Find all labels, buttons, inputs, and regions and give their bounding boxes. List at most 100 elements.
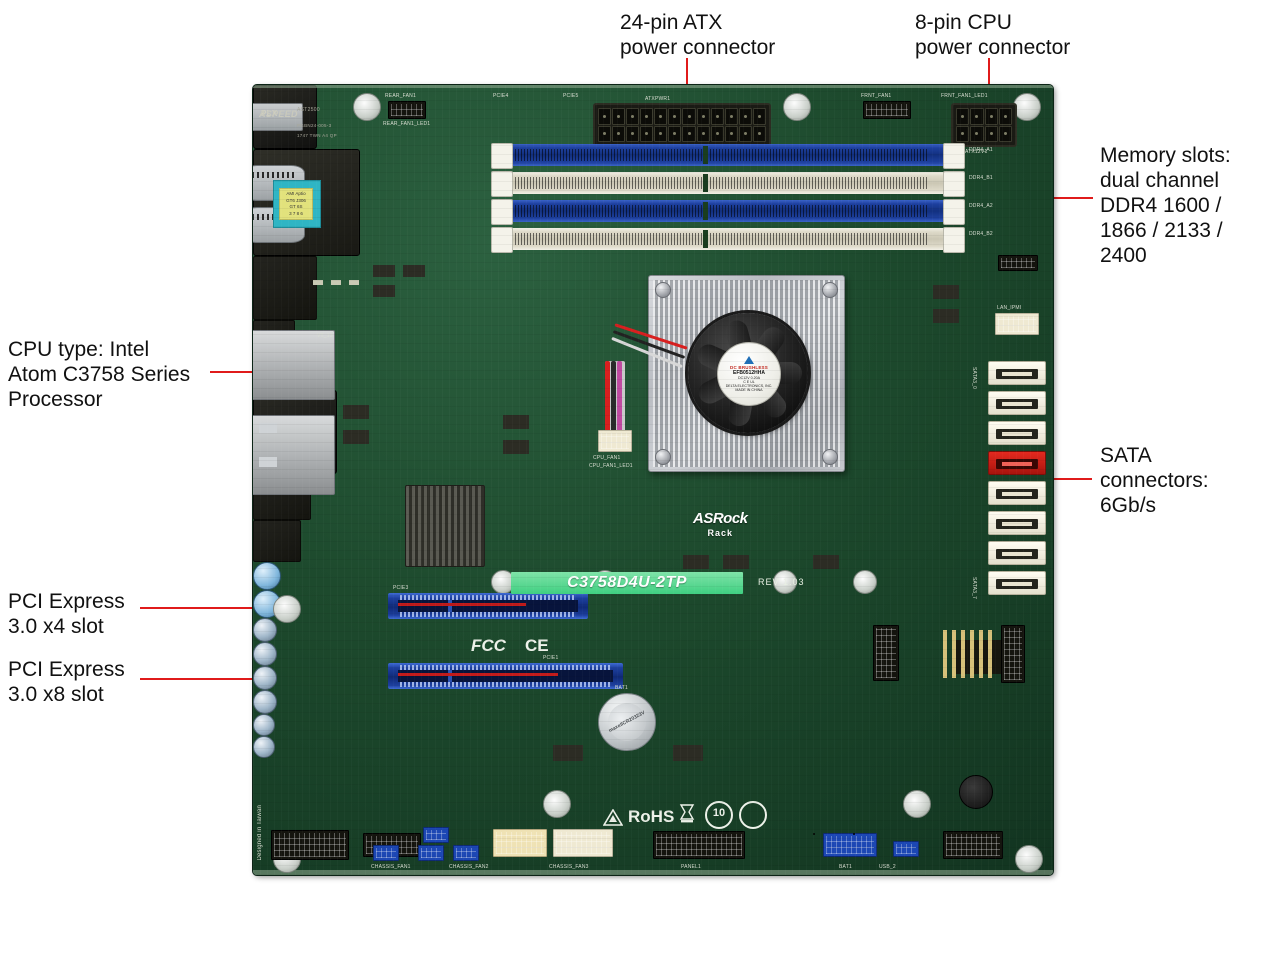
silkscreen-bat1: BAT1: [615, 685, 628, 691]
ce-mark: CE: [525, 636, 549, 655]
fan-wire-bundle: [605, 361, 610, 435]
dimm-slot-ddr4-a2[interactable]: [491, 199, 965, 225]
asrock-rack-logo: ASRock Rack: [693, 510, 748, 538]
bottom-header-tpm[interactable]: [271, 830, 349, 860]
dimm-slot-ddr4-b2[interactable]: [491, 227, 965, 253]
pcie-slot-x8[interactable]: [388, 663, 623, 689]
model-name-badge: C3758D4U-2TP: [511, 572, 743, 594]
silkscreen-pcie5: PCIE5: [563, 93, 579, 99]
silkscreen-rear-fan1: REAR_FAN1: [385, 93, 416, 99]
smd-component: [349, 280, 359, 285]
chassis-intrusion-header[interactable]: [493, 829, 547, 857]
mounting-hole: [273, 595, 301, 623]
tpm-header[interactable]: [998, 255, 1038, 271]
panel1-header[interactable]: [653, 831, 745, 859]
smd-component: [933, 285, 959, 299]
dimm-slot-ddr4-a1[interactable]: [491, 143, 965, 169]
silkscreen-ddr4-b1: DDR4_B1: [969, 175, 993, 181]
chassis-fan3-header[interactable]: [453, 845, 479, 861]
bios-chip-label: AMI Aptio GT6 J306 GT 6S 3 7 8 6: [279, 188, 313, 220]
smd-component: [503, 415, 529, 429]
bmc-recovery-header[interactable]: [893, 841, 919, 857]
sata-port-0[interactable]: [988, 361, 1046, 385]
ic-chip: [253, 256, 317, 320]
front-panel-header[interactable]: [873, 625, 899, 681]
sata-port-1[interactable]: [988, 391, 1046, 415]
silkscreen-chassis-fan2: CHASSIS_FAN2: [449, 864, 489, 870]
aux-panel-header[interactable]: [853, 833, 855, 835]
sata-port-3[interactable]: [988, 451, 1046, 475]
flash-chip: [253, 520, 301, 562]
fcc-mark: FCC: [471, 636, 506, 655]
callout-memory-slots: Memory slots: dual channel DDR4 1600 / 1…: [1100, 144, 1231, 267]
atx-24pin-power-connector[interactable]: [593, 103, 771, 147]
sata-port-6[interactable]: [988, 541, 1046, 565]
capacitor: [253, 642, 277, 666]
smd-component: [343, 430, 369, 444]
silkscreen-usb2: BAT1: [839, 864, 852, 870]
mounting-hole: [1015, 845, 1043, 873]
silkscreen-atxpwr1: ATXPWR1: [645, 96, 671, 102]
cpu-fan-label: DC BRUSHLESS EFB0512HHA DC12V 0.20A C E …: [717, 342, 781, 406]
silkscreen-frnt-fan-led: FRNT_FAN1_LED1: [941, 93, 988, 99]
green-product-mark: [739, 801, 767, 829]
silkscreen-sata3-7: SATA3_7: [971, 577, 977, 600]
sata-port-5[interactable]: [988, 511, 1046, 535]
designed-in-taiwan-text: Designed in Taiwan: [257, 805, 263, 861]
chassis-header[interactable]: [553, 829, 613, 857]
aux-panel1-header[interactable]: [813, 833, 815, 835]
silkscreen-ddr4-b2: DDR4_B2: [969, 231, 993, 237]
sata-port-2[interactable]: [988, 421, 1046, 445]
callout-pcie-x4: PCI Express 3.0 x4 slot: [8, 590, 125, 638]
smd-component: [553, 745, 583, 761]
capacitor: [253, 690, 277, 714]
smd-component: [313, 280, 323, 285]
motherboard: AMI Aptio GT6 J306 GT 6S 3 7 8 6 ATXPWR1…: [253, 85, 1053, 875]
cmos-battery: maxell CR2032 3V: [598, 693, 656, 751]
recycle-triangle-icon: [603, 808, 623, 826]
mounting-hole: [353, 93, 381, 121]
leader-line-sata: [1014, 478, 1092, 480]
silkscreen-sfp-con1: VT_13: [317, 333, 333, 339]
silkscreen-ddr4-a1: DDR4_A1: [969, 147, 993, 153]
callout-cpu-power: 8-pin CPU power connector: [915, 11, 1071, 59]
cpu-heatsink: [648, 275, 845, 472]
callout-atx-power: 24-pin ATX power connector: [620, 11, 776, 59]
silkscreen-bmc-recovery: USB_2: [879, 864, 896, 870]
dimm-slot-ddr4-b1[interactable]: [491, 171, 965, 197]
chassis-fan2-header[interactable]: [418, 845, 444, 861]
usb2-header[interactable]: [823, 833, 877, 857]
cpu-fan-header[interactable]: [598, 430, 632, 452]
smd-component: [683, 555, 709, 569]
side-header[interactable]: [1001, 625, 1025, 683]
sata-port-7[interactable]: [988, 571, 1046, 595]
silkscreen-pcie3: PCIE1: [543, 655, 559, 661]
board-revision: REV 1.03: [758, 577, 805, 587]
frnt-panel1-header[interactable]: [943, 831, 1003, 859]
chassis-fan1-header[interactable]: [373, 845, 399, 861]
usb-port-stack: [253, 330, 335, 400]
m2-socket[interactable]: [995, 313, 1039, 335]
cmos-battery-label: maxell CR2032 3V: [601, 696, 653, 748]
smd-component: [403, 265, 425, 277]
rohs-mark: RoHS: [603, 807, 674, 827]
capacitor: [253, 714, 275, 736]
cpu-8pin-power-connector[interactable]: [951, 103, 1017, 147]
smd-component: [503, 440, 529, 454]
weee-crossed-bin-icon: [679, 804, 695, 823]
smd-component: [373, 285, 395, 297]
silkscreen-cpu-fan-led: CPU_FAN1_LED1: [589, 463, 633, 469]
silkscreen-pcie1: PCIE3: [393, 585, 409, 591]
buzzer: [959, 775, 993, 809]
silkscreen-chassis-fan3: CHASSIS_FAN3: [549, 864, 589, 870]
sata-port-4[interactable]: [988, 481, 1046, 505]
front-fan-header[interactable]: [863, 101, 911, 119]
mounting-hole: [543, 790, 571, 818]
cpu-fan: DC BRUSHLESS EFB0512HHA DC12V 0.20A C E …: [688, 313, 808, 433]
smd-component: [331, 280, 341, 285]
rear-fan-header[interactable]: [388, 101, 426, 119]
chassis-fan4-header[interactable]: [423, 827, 449, 843]
callout-sata-connectors: SATA connectors: 6Gb/s: [1100, 444, 1209, 517]
pcie-slot-x4[interactable]: [388, 593, 588, 619]
led-indicator: [259, 457, 277, 467]
